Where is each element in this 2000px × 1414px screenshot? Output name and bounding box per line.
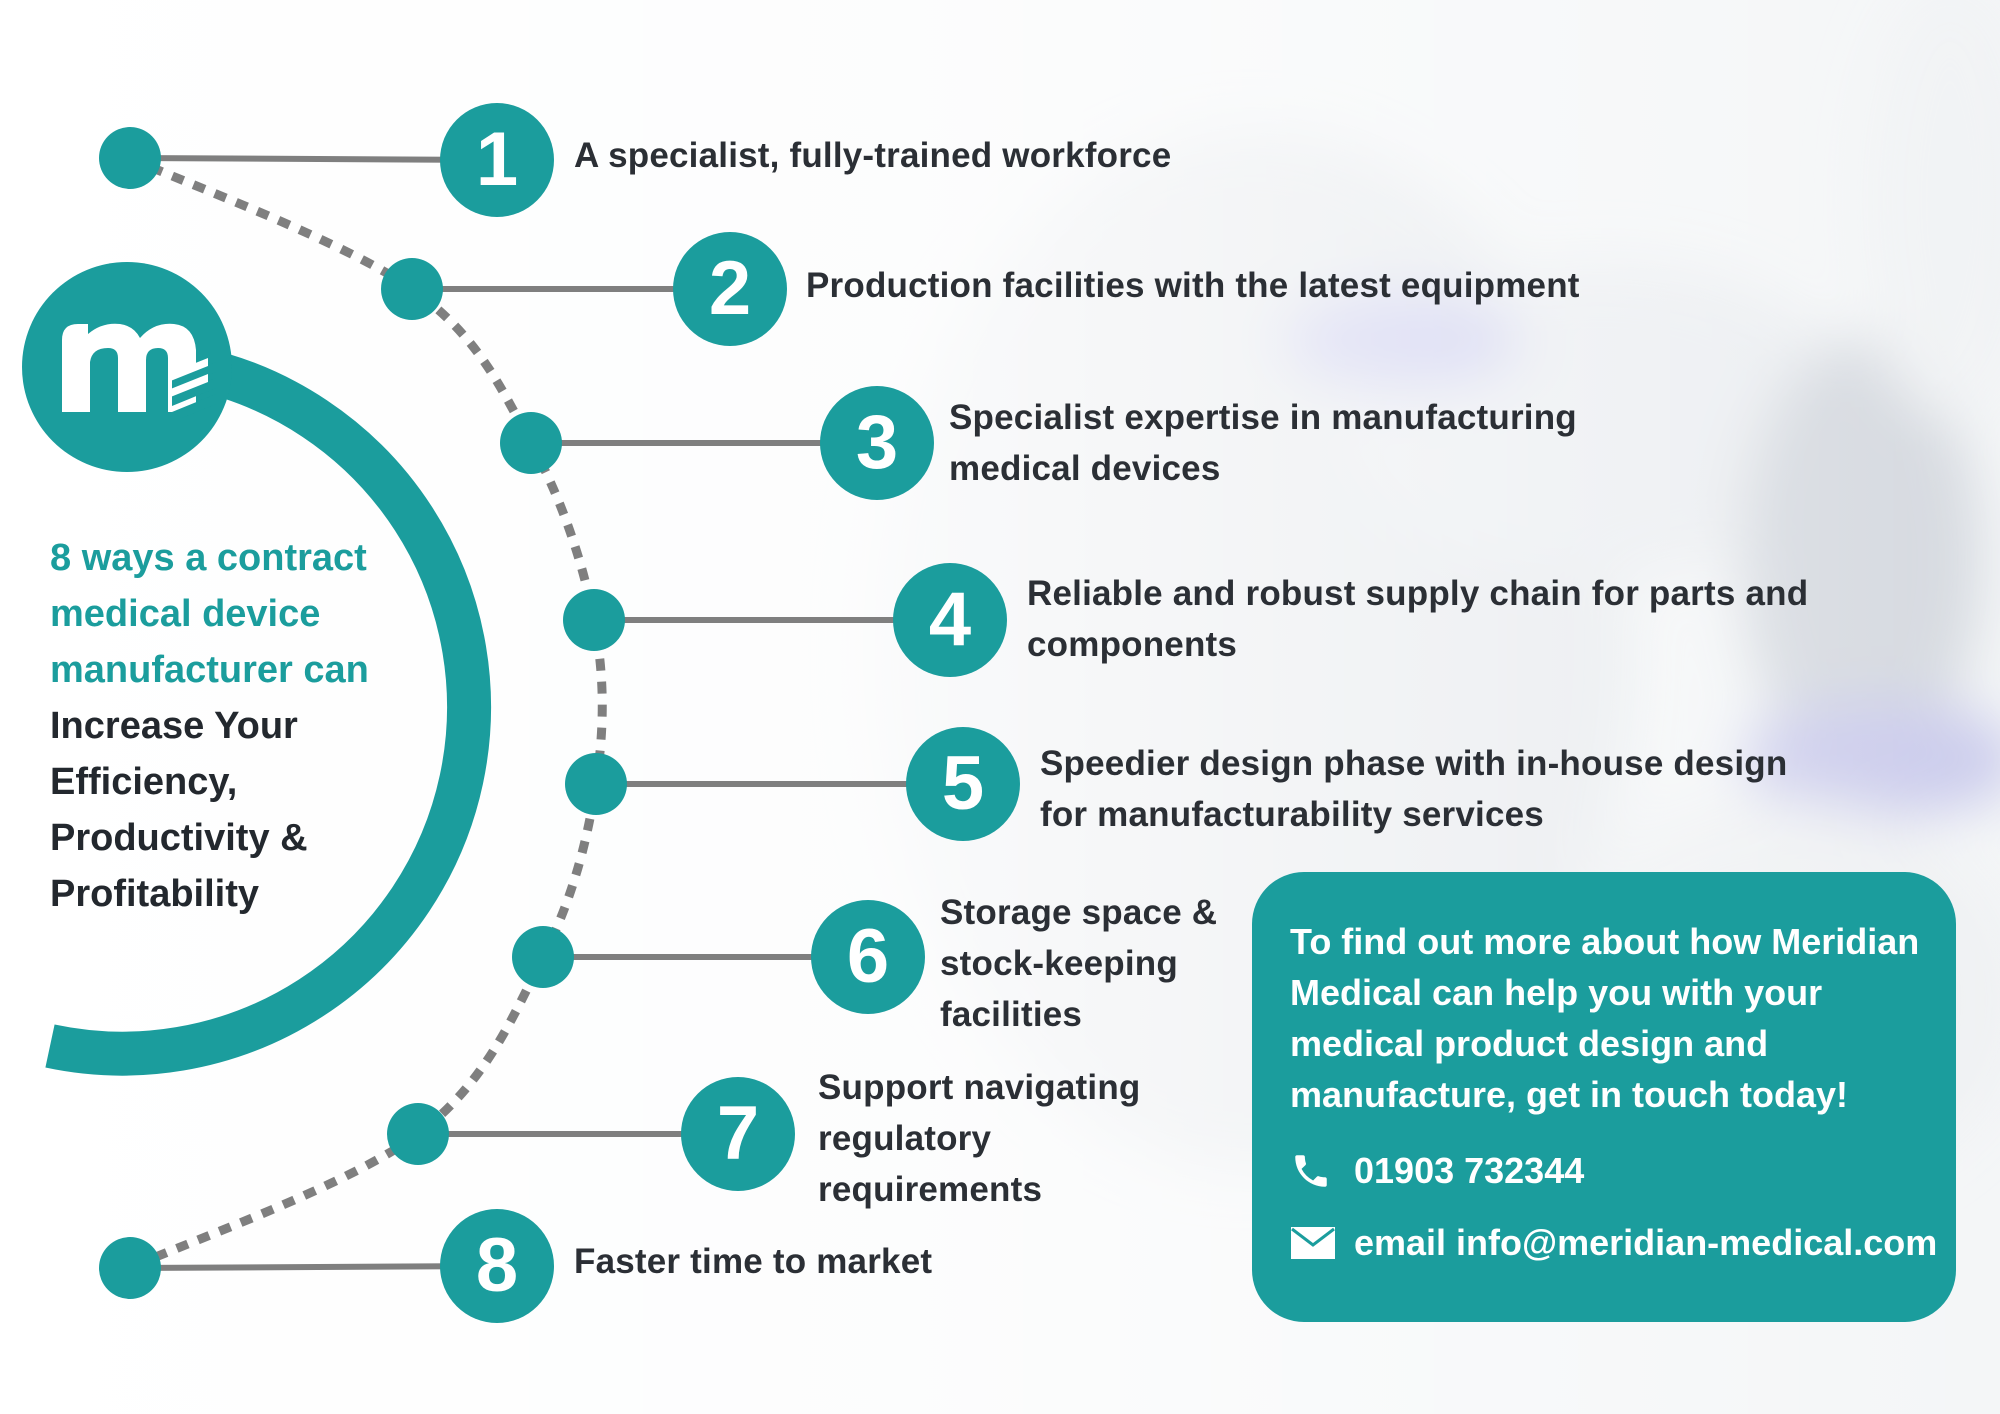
step-text: Production facilities with the latest eq… <box>806 260 1580 311</box>
step-number-circle <box>893 563 1007 677</box>
step-text-line: facilities <box>940 995 1083 1034</box>
step-text-line: Reliable and robust supply chain for par… <box>1027 574 1809 613</box>
step-number-circle <box>440 103 554 217</box>
headline-accent-line: medical device <box>50 593 321 635</box>
timeline-node <box>563 589 625 651</box>
step-text-line: A specialist, fully-trained workforce <box>574 136 1172 175</box>
email-address[interactable]: email info@meridian-medical.com <box>1354 1222 1938 1263</box>
step-text-line: Storage space & <box>940 893 1218 932</box>
headline-accent-line: 8 ways a contract <box>50 537 367 579</box>
timeline-node <box>99 1237 161 1299</box>
timeline-node <box>512 926 574 988</box>
step-number: 6 <box>846 914 890 999</box>
step-number-circle <box>681 1077 795 1191</box>
step-number: 8 <box>475 1223 519 1308</box>
meridian-m-logo-icon <box>62 323 216 418</box>
contact-message-line: Medical can help you with your <box>1290 972 1823 1013</box>
step-number: 4 <box>928 577 972 662</box>
connector-line <box>129 155 498 163</box>
step-number-circle <box>673 232 787 346</box>
meridian-logo <box>22 262 232 472</box>
headline-dark-line: Efficiency, <box>50 761 238 803</box>
step-number-circle <box>811 900 925 1014</box>
contact-message-line: medical product design and <box>1290 1023 1769 1064</box>
step-text-line: Speedier design phase with in-house desi… <box>1040 744 1788 783</box>
contact-message-line: To find out more about how Meridian <box>1290 921 1920 962</box>
step-text-line: Specialist expertise in manufacturing <box>949 398 1577 437</box>
step-text: Faster time to market <box>574 1236 932 1287</box>
step-number-circle <box>440 1209 554 1323</box>
email-row[interactable]: email info@meridian-medical.com <box>1290 1220 1937 1266</box>
headline-dark-line: Profitability <box>50 873 260 915</box>
contact-box: To find out more about how Meridian Medi… <box>1252 872 1956 1322</box>
headline-accent-line: manufacturer can <box>50 649 369 691</box>
timeline-node <box>387 1103 449 1165</box>
step-number: 2 <box>708 246 752 331</box>
contact-message: To find out more about how Meridian Medi… <box>1290 916 1930 1120</box>
step-text: Speedier design phase with in-house desi… <box>1040 738 1787 840</box>
step-text-line: Support navigating <box>818 1068 1141 1107</box>
step-text-line: Faster time to market <box>574 1242 933 1281</box>
step-text: Storage space & stock-keeping facilities <box>940 887 1217 1040</box>
step-number: 5 <box>941 741 985 826</box>
step-number: 3 <box>855 400 899 485</box>
step-text-line: components <box>1027 625 1238 664</box>
step-number-circle <box>820 386 934 500</box>
connector-line <box>129 1263 498 1271</box>
timeline-node <box>99 127 161 189</box>
step-text-line: stock-keeping <box>940 944 1178 983</box>
envelope-icon <box>1290 1220 1340 1266</box>
headline: 8 ways a contract medical device manufac… <box>50 530 380 922</box>
phone-icon <box>1290 1148 1340 1194</box>
phone-row[interactable]: 01903 732344 <box>1290 1148 1584 1194</box>
step-text-line: Production facilities with the latest eq… <box>806 266 1580 305</box>
step-text-line: requirements <box>818 1170 1043 1209</box>
step-number-circle <box>906 727 1020 841</box>
headline-arc <box>45 346 492 1076</box>
timeline-node <box>565 753 627 815</box>
step-number: 7 <box>716 1091 760 1176</box>
timeline-node <box>500 412 562 474</box>
headline-dark-line: Increase Your <box>50 705 298 747</box>
step-text-line: for manufacturability services <box>1040 795 1544 834</box>
headline-dark-line: Productivity & <box>50 817 308 859</box>
step-text: Support navigating regulatory requiremen… <box>818 1062 1140 1215</box>
phone-number[interactable]: 01903 732344 <box>1354 1150 1585 1191</box>
contact-message-line: manufacture, get in touch today! <box>1290 1074 1849 1115</box>
step-text: Specialist expertise in manufacturing me… <box>949 392 1577 494</box>
step-text: A specialist, fully-trained workforce <box>574 130 1171 181</box>
timeline-node <box>381 258 443 320</box>
step-text: Reliable and robust supply chain for par… <box>1027 568 1808 670</box>
step-text-line: regulatory <box>818 1119 992 1158</box>
step-number: 1 <box>475 117 519 202</box>
step-text-line: medical devices <box>949 449 1221 488</box>
